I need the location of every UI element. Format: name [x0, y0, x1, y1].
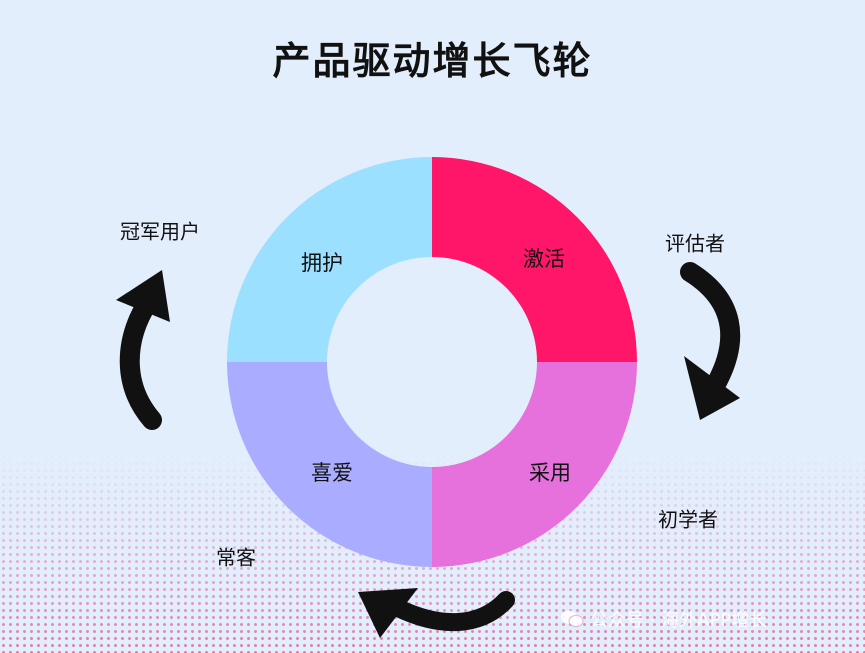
wechat-icon: [560, 609, 584, 629]
stage-label-beginner: 初学者: [658, 507, 718, 532]
segment-label-love: 喜爱: [311, 461, 353, 485]
watermark-text: 公众号 · 海外APP增长: [590, 610, 768, 631]
arrow-left-bottom: [358, 588, 515, 638]
segment-label-activation: 激活: [523, 247, 565, 271]
stage-label-champion: 冠军用户: [120, 219, 200, 244]
arrow-up-left: [116, 270, 170, 430]
stage-label-evaluator: 评估者: [665, 231, 725, 256]
segment-advocacy: [227, 157, 432, 362]
stage-label-regular: 常客: [216, 545, 256, 570]
segment-activation: [432, 157, 637, 362]
segment-adoption: [432, 362, 637, 567]
watermark: 公众号 · 海外APP增长: [560, 605, 767, 633]
arrow-down-right: [680, 262, 741, 420]
segment-love: [227, 362, 432, 567]
segment-label-adoption: 采用: [529, 461, 571, 485]
page-title: 产品驱动增长飞轮: [272, 39, 593, 83]
segment-label-advocacy: 拥护: [301, 251, 343, 275]
